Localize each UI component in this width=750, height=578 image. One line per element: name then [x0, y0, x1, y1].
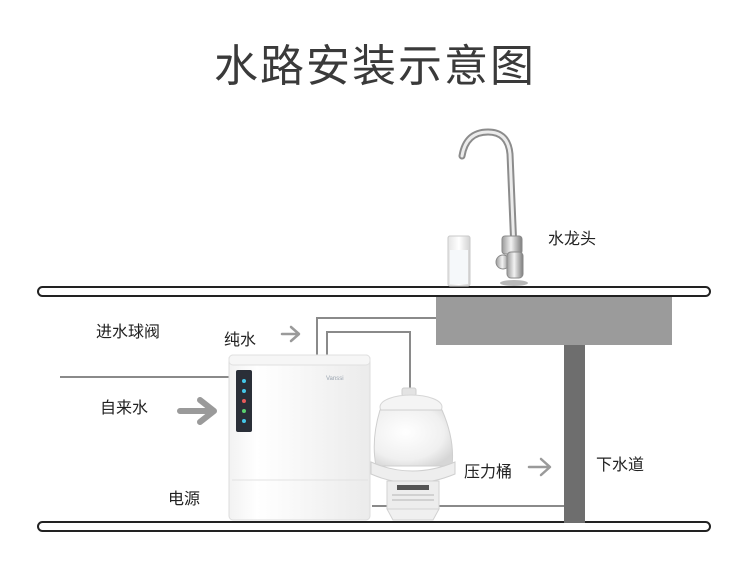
pressure-tank-graphic — [370, 387, 456, 521]
cabinet-floor — [37, 521, 711, 532]
label-pressure-tank: 压力桶 — [464, 462, 513, 481]
tank-pipe — [326, 331, 411, 393]
label-drain: 下水道 — [596, 455, 645, 474]
label-tap-water: 自来水 — [100, 398, 149, 417]
label-power: 电源 — [168, 489, 201, 508]
brand-logo: Vanssi — [326, 376, 344, 382]
pure-water-arrow — [280, 325, 301, 343]
label-faucet: 水龙头 — [548, 229, 597, 248]
sink-basin — [436, 297, 672, 345]
tap-water-arrow — [177, 397, 217, 425]
faucet-graphic — [458, 128, 528, 286]
water-purifier-unit: Vanssi — [228, 354, 371, 521]
drain-pipe — [564, 345, 585, 523]
label-pure-water: 纯水 — [224, 330, 257, 349]
diagram-title: 水路安装示意图 — [214, 41, 536, 92]
water-glass-graphic — [447, 235, 471, 287]
label-inlet-ball-valve: 进水球阀 — [96, 322, 161, 341]
countertop — [37, 286, 711, 297]
pressure-tank-arrow — [527, 457, 552, 477]
pure-water-pipe — [316, 317, 436, 357]
